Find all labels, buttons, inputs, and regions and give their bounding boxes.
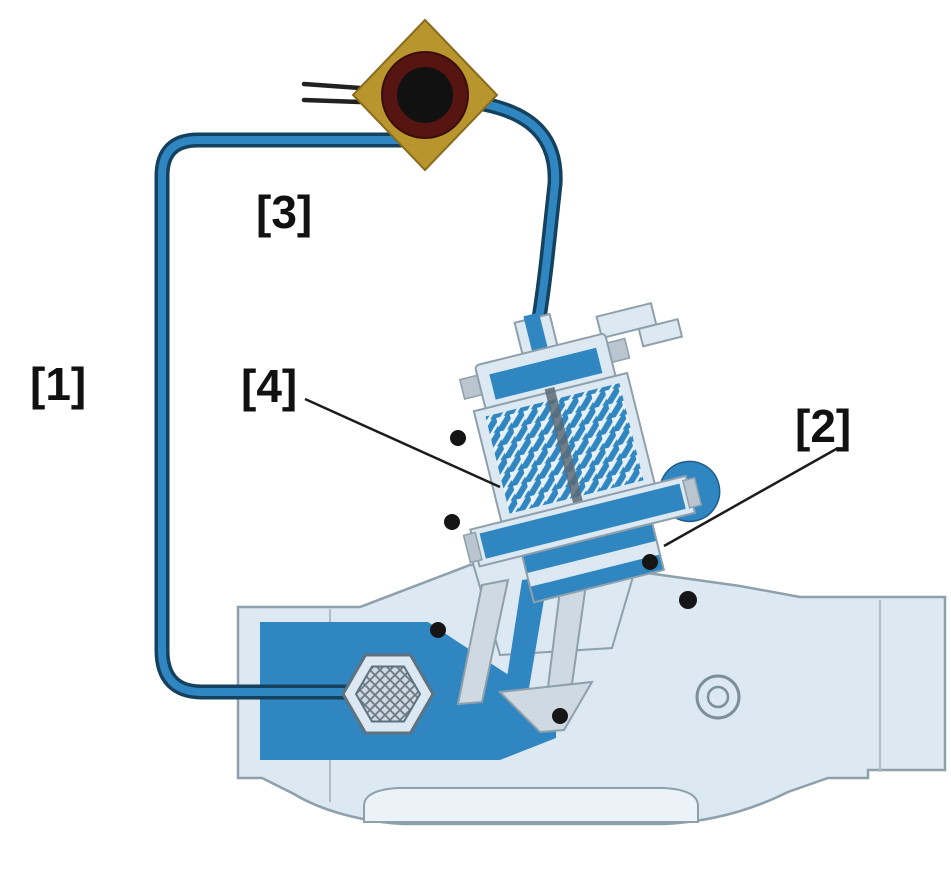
flange-bolt-left xyxy=(462,531,483,564)
label-4: [4] xyxy=(241,360,297,412)
base-arch xyxy=(363,787,699,823)
bracket-lower xyxy=(637,317,684,348)
pilot-tube-right-fluid xyxy=(446,96,560,334)
stem-guide-left xyxy=(456,578,510,706)
callouts: [1] [3] [4] [2] xyxy=(30,186,851,548)
lower-chamber-outline xyxy=(521,522,666,604)
leader-line-2 xyxy=(663,446,839,548)
solenoid-pilot xyxy=(301,18,499,172)
outlet-port-circle-inner xyxy=(706,685,730,709)
lower-chamber-band-2 xyxy=(526,540,661,587)
lower-chamber-band-3 xyxy=(529,554,664,603)
label-3: [3] xyxy=(256,186,312,238)
pilot-tube-left xyxy=(154,132,426,700)
o-ring xyxy=(552,708,568,724)
solenoid-wires xyxy=(301,81,363,105)
o-ring xyxy=(679,591,697,609)
o-ring xyxy=(642,554,658,570)
actuator-assembly xyxy=(458,301,721,604)
o-ring xyxy=(450,430,466,446)
strainer-hex xyxy=(341,653,435,735)
o-ring-seals xyxy=(430,430,697,724)
adjustment-screw xyxy=(544,387,583,504)
seat-cone xyxy=(497,680,594,734)
label-1: [1] xyxy=(30,358,86,410)
stem-passage xyxy=(504,576,548,697)
solenoid-core xyxy=(397,67,453,123)
outlet-port-circle xyxy=(695,674,741,720)
diaphragm-chamber xyxy=(479,483,686,559)
lower-chamber-band-1 xyxy=(522,523,657,574)
strainer-mesh xyxy=(354,665,422,723)
flange-bolt-right xyxy=(681,476,703,509)
bracket-upper xyxy=(595,301,658,340)
pilot-cap-chamber xyxy=(489,347,603,400)
pilot-tube-right xyxy=(442,92,563,338)
leader-line-4 xyxy=(304,397,501,489)
o-ring xyxy=(444,514,460,530)
pilot-tube-left-fluid xyxy=(158,136,422,696)
label-2: [2] xyxy=(795,400,851,452)
o-ring xyxy=(430,622,446,638)
